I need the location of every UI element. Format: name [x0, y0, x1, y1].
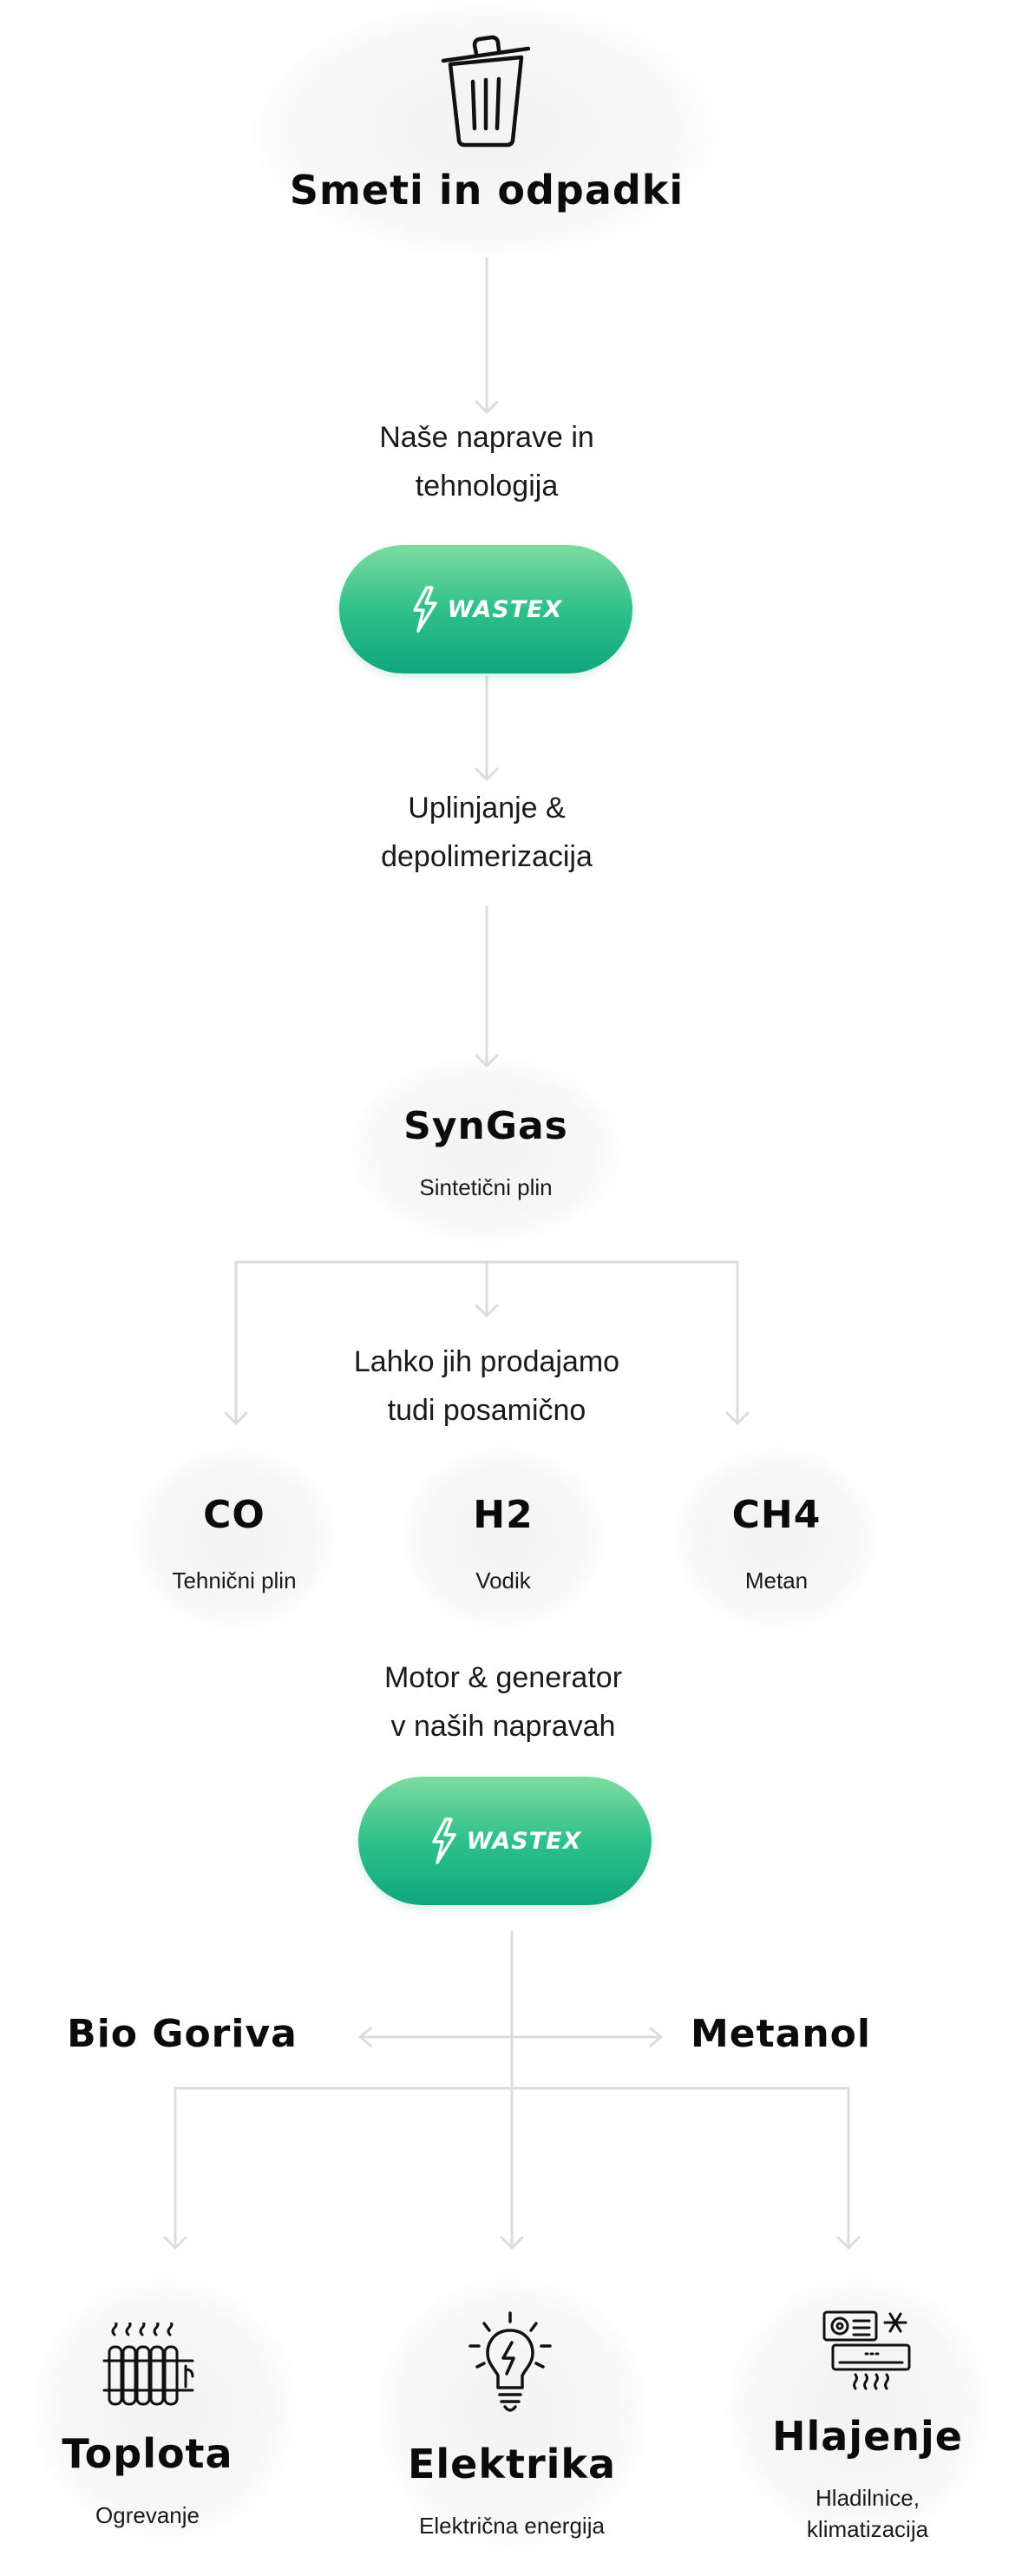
step2-line2: depolimerizacija [381, 840, 593, 873]
step3-line1: Lahko jih prodajamo [353, 1345, 620, 1378]
step4-note: Motor & generator v naših napravah [286, 1653, 720, 1751]
radiator-icon [102, 2323, 194, 2406]
wastex-brand: WASTEX [447, 595, 563, 623]
output-toplota-subtitle: Ogrevanje [95, 2502, 200, 2528]
step3-line2: tudi posamično [387, 1394, 586, 1427]
lightbulb-icon [468, 2311, 552, 2412]
step4-line1: Motor & generator [383, 1661, 623, 1694]
output-elektrika-title: Elektrika [407, 2441, 617, 2487]
gas-ch4-title: CH4 [731, 1493, 822, 1537]
syngas-title: SynGas [403, 1104, 568, 1148]
trash-can-icon [441, 35, 531, 148]
step4-line2: v naših napravah [390, 1710, 616, 1743]
wastex-logo: WASTEX [429, 1817, 582, 1864]
lightning-leaf-icon [431, 1817, 456, 1864]
wastex-brand: WASTEX [466, 1827, 582, 1855]
toplota-glow [30, 2274, 299, 2543]
air-conditioner-icon [822, 2310, 911, 2390]
elektrika-glow [373, 2274, 651, 2552]
step1-line1: Naše naprave in [379, 421, 594, 454]
output-hlajenje-subtitle: Hladilnice, klimatizacija [737, 2482, 998, 2545]
gas-h2-title: H2 [473, 1493, 534, 1537]
output-toplota-title: Toplota [62, 2430, 233, 2477]
gas-h2-subtitle: Vodik [475, 1567, 531, 1594]
lightning-leaf-icon [412, 586, 437, 633]
wastex-badge-1: WASTEX [339, 545, 632, 674]
wastex-logo: WASTEX [409, 586, 563, 633]
source-title: Smeti in odpadki [289, 167, 685, 214]
step2-note: Uplinjanje & depolimerizacija [270, 784, 704, 881]
fuel-metanol: Metanol [691, 2012, 871, 2056]
output-hlajenje-subtitle-line1: Hladilnice, [816, 2485, 920, 2511]
syngas-subtitle: Sintetični plin [419, 1174, 553, 1200]
ch4-glow [672, 1445, 881, 1632]
fuel-bio-goriva: Bio Goriva [67, 2012, 298, 2056]
gas-ch4-subtitle: Metan [744, 1567, 809, 1594]
step1-line2: tehnologija [415, 470, 559, 503]
h2-glow [399, 1445, 607, 1632]
step3-note: Lahko jih prodajamo tudi posamično [270, 1337, 704, 1435]
gas-co-subtitle: Tehnični plin [172, 1567, 297, 1594]
gas-co-title: CO [203, 1493, 265, 1537]
step1-note: Naše naprave in tehnologija [270, 413, 704, 510]
hlajenje-glow [724, 2274, 993, 2543]
output-hlajenje-title: Hlajenje [772, 2413, 963, 2460]
output-elektrika-subtitle: Električna energija [419, 2513, 605, 2539]
syngas-glow [347, 1055, 625, 1245]
output-hlajenje-subtitle-line2: klimatizacija [806, 2516, 929, 2542]
co-glow [130, 1445, 338, 1632]
wastex-badge-2: WASTEX [358, 1777, 652, 1905]
step2-line1: Uplinjanje & [408, 792, 566, 825]
